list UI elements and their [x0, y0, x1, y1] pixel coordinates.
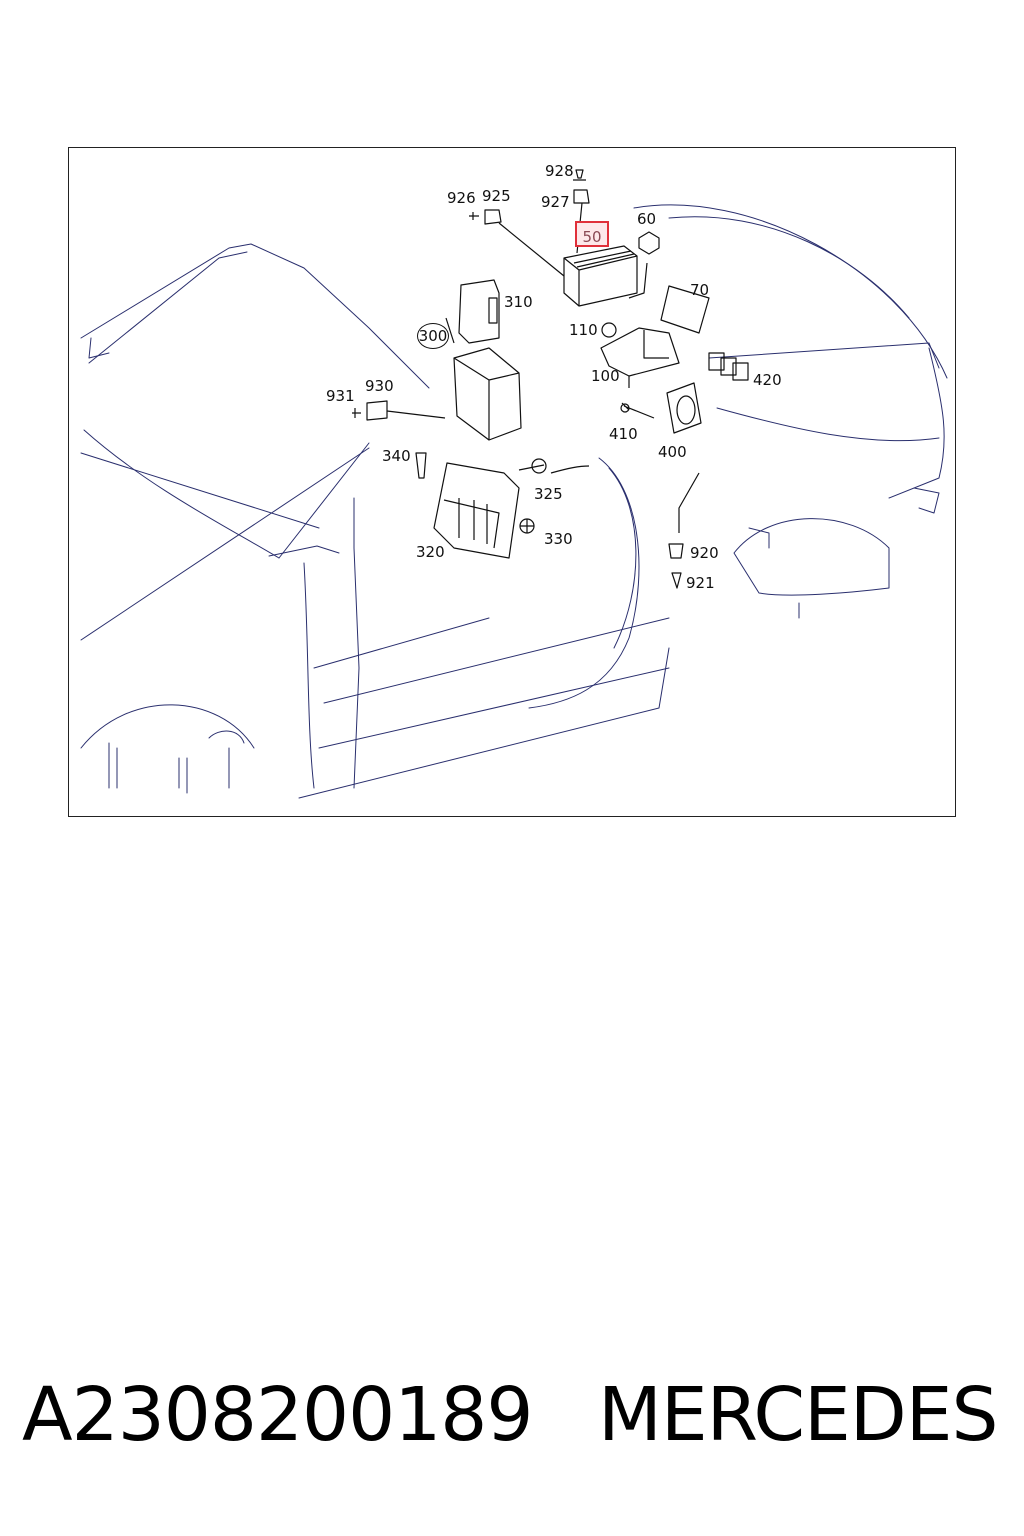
callout-50-highlighted: 50 [575, 221, 609, 247]
callout-925: 925 [482, 187, 511, 205]
caption: A2308200189 MERCEDES [0, 1372, 1024, 1472]
callout-100: 100 [591, 367, 620, 385]
callout-320: 320 [416, 543, 445, 561]
callout-920: 920 [690, 544, 719, 562]
callout-928: 928 [545, 162, 574, 180]
callout-410: 410 [609, 425, 638, 443]
car-outline-drawing [80, 169, 948, 799]
part-number: A2308200189 [22, 1372, 533, 1458]
callout-330: 330 [544, 530, 573, 548]
callout-70: 70 [690, 281, 710, 299]
callout-310: 310 [504, 293, 533, 311]
callout-926: 926 [447, 189, 476, 207]
callout-340: 340 [382, 447, 411, 465]
callout-110: 110 [569, 321, 598, 339]
callout-927: 927 [541, 193, 570, 211]
callout-325: 325 [534, 485, 563, 503]
callout-931: 931 [326, 387, 355, 405]
callout-400: 400 [658, 443, 687, 461]
callout-921: 921 [686, 574, 715, 592]
brand-name: MERCEDES [598, 1372, 998, 1458]
callout-420: 420 [753, 371, 782, 389]
callout-60: 60 [637, 210, 657, 228]
parts-diagram: 928 927 926 925 50 60 70 310 300 110 100… [68, 147, 956, 817]
callout-300: 300 [417, 323, 449, 349]
callout-930: 930 [365, 377, 394, 395]
